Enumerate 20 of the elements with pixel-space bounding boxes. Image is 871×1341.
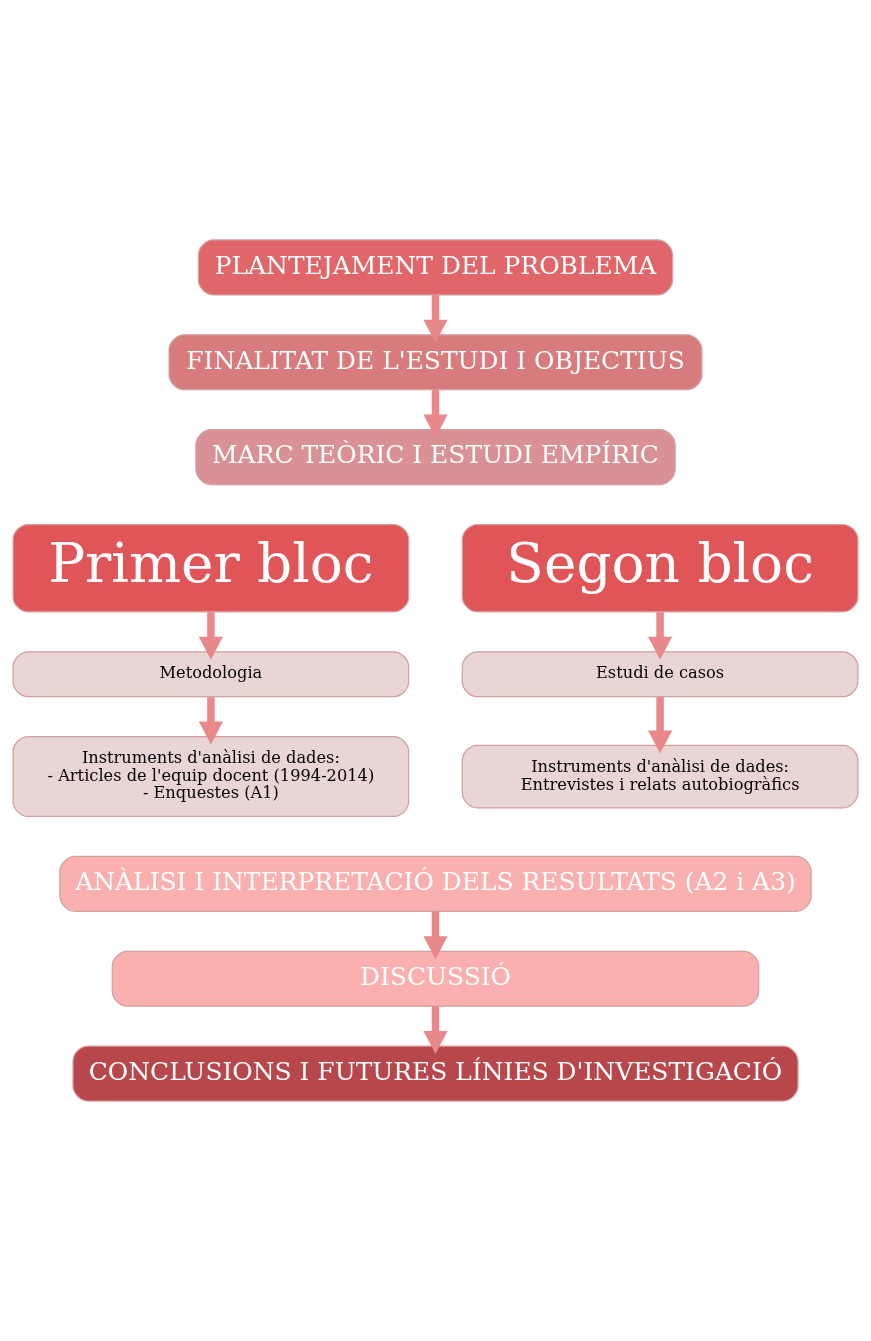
arrow (423, 911, 448, 960)
node-box: FINALITAT DE L'ESTUDI I OBJECTIUS (168, 334, 703, 391)
node-box: PLANTEJAMENT DEL PROBLEMA (197, 239, 674, 296)
node-box: Segon bloc (461, 523, 859, 613)
arrow (198, 612, 223, 660)
node-box: Metodologia (12, 651, 410, 698)
node-box: DISCUSSIÓ (111, 950, 760, 1007)
arrow (423, 389, 448, 438)
node-box: ANÀLISI I INTERPRETACIÓ DELS RESULTATS (A2 i A3) (59, 855, 812, 912)
node-box: Instruments d'anàlisi de dades: - Articles de l'equip docent (1994-2014) - Enquestes (A1) (12, 736, 410, 818)
arrow (648, 612, 673, 660)
arrow (423, 1006, 448, 1055)
node-box: Instruments d'anàlisi de dades: Entrevistes i relats autobiogràfics (461, 744, 859, 809)
node-box: CONCLUSIONS I FUTURES LÍNIES D'INVESTIGACIÓ (72, 1045, 799, 1102)
arrow (648, 697, 673, 754)
node-box: Primer bloc (12, 523, 410, 613)
arrow (423, 294, 448, 343)
arrow (198, 697, 223, 745)
node-box: MARC TEÒRIC I ESTUDI EMPÍRIC (195, 429, 676, 486)
node-box: Estudi de casos (461, 651, 859, 698)
